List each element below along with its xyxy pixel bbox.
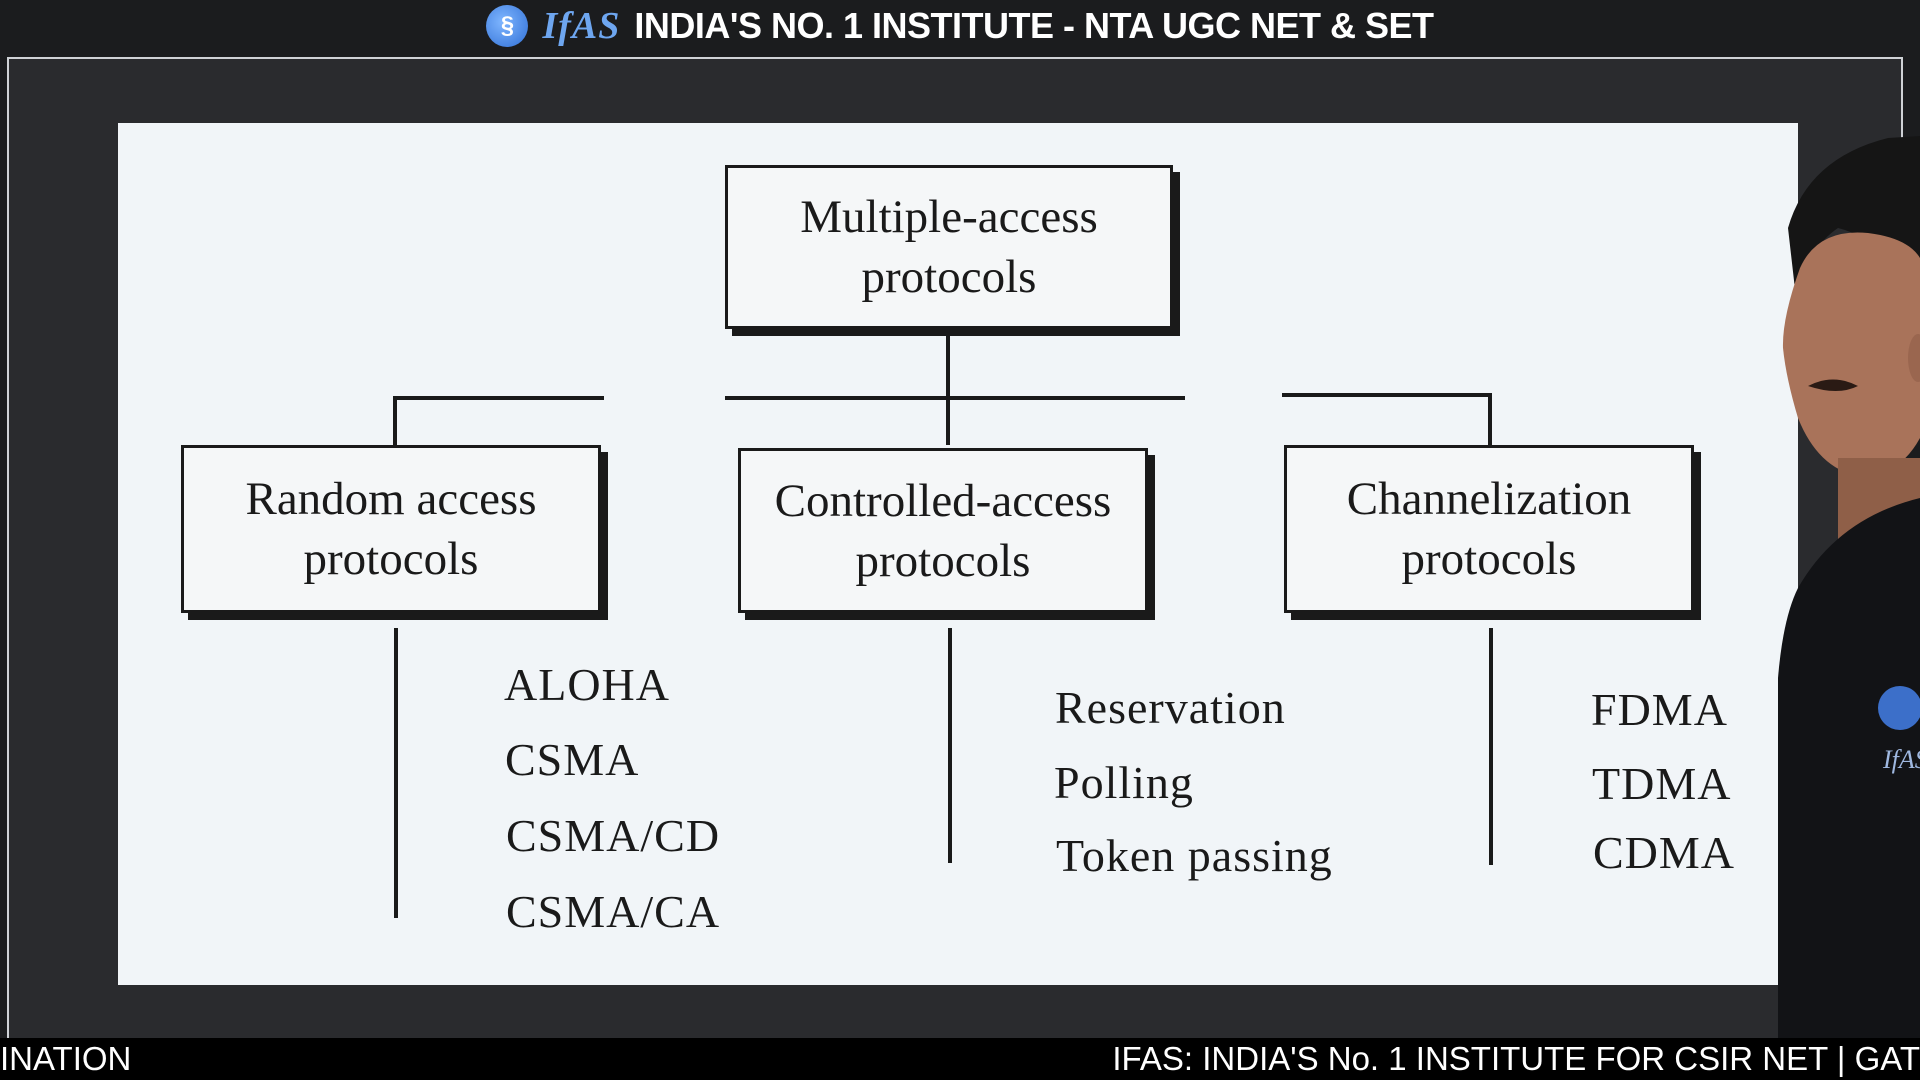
ifas-logo-icon: § (486, 5, 529, 47)
ticker-right-text: IFAS: INDIA'S No. 1 INSTITUTE FOR CSIR N… (1112, 1040, 1920, 1077)
shirt-logo-text: IfAS (1882, 745, 1920, 774)
random-label-line2: protocols (303, 533, 479, 585)
root-box: Multiple-access protocols (725, 165, 1173, 329)
root-label-line2: protocols (861, 251, 1037, 303)
list-item-reservation: Reservation (1055, 682, 1286, 733)
presenter-jacket (1778, 498, 1920, 1038)
root-label-line1: Multiple-access (800, 191, 1098, 243)
random-label-line1: Random access (245, 473, 537, 525)
connector-lines (393, 333, 1493, 918)
list-item-token-passing: Token passing (1056, 830, 1333, 881)
list-item-csma-cd: CSMA/CD (506, 810, 721, 861)
list-item-cdma: CDMA (1593, 827, 1736, 878)
presenter-hair (1788, 136, 1920, 298)
ticker-left-text: INATION (0, 1040, 132, 1077)
slide: Multiple-access protocols Random access … (118, 123, 1798, 985)
presenter-face (1782, 232, 1920, 477)
logo-text: IfAS (542, 5, 621, 47)
channelization-label-line2: protocols (1401, 533, 1577, 585)
controlled-access-box: Controlled-access protocols (738, 448, 1148, 613)
list-item-tdma: TDMA (1592, 758, 1732, 809)
list-item-polling: Polling (1054, 757, 1194, 808)
controlled-label-line2: protocols (855, 534, 1031, 587)
list-item-aloha: ALOHA (504, 659, 670, 710)
list-item-csma: CSMA (505, 734, 640, 785)
list-item-csma-ca: CSMA/CA (506, 886, 721, 937)
channelization-label-line1: Channelization (1346, 473, 1632, 525)
random-access-box: Random access protocols (181, 445, 601, 613)
list-item-fdma: FDMA (1591, 684, 1728, 735)
channelization-box: Channelization protocols (1284, 445, 1694, 613)
banner-title: INDIA'S NO. 1 INSTITUTE - NTA UGC NET & … (634, 5, 1434, 46)
top-banner: § IfAS INDIA'S NO. 1 INSTITUTE - NTA UGC… (0, 0, 1920, 52)
news-ticker: INATION IFAS: INDIA'S No. 1 INSTITUTE FO… (0, 1038, 1920, 1080)
presenter: IfAS (1778, 118, 1920, 1038)
controlled-label-line1: Controlled-access (774, 474, 1112, 527)
